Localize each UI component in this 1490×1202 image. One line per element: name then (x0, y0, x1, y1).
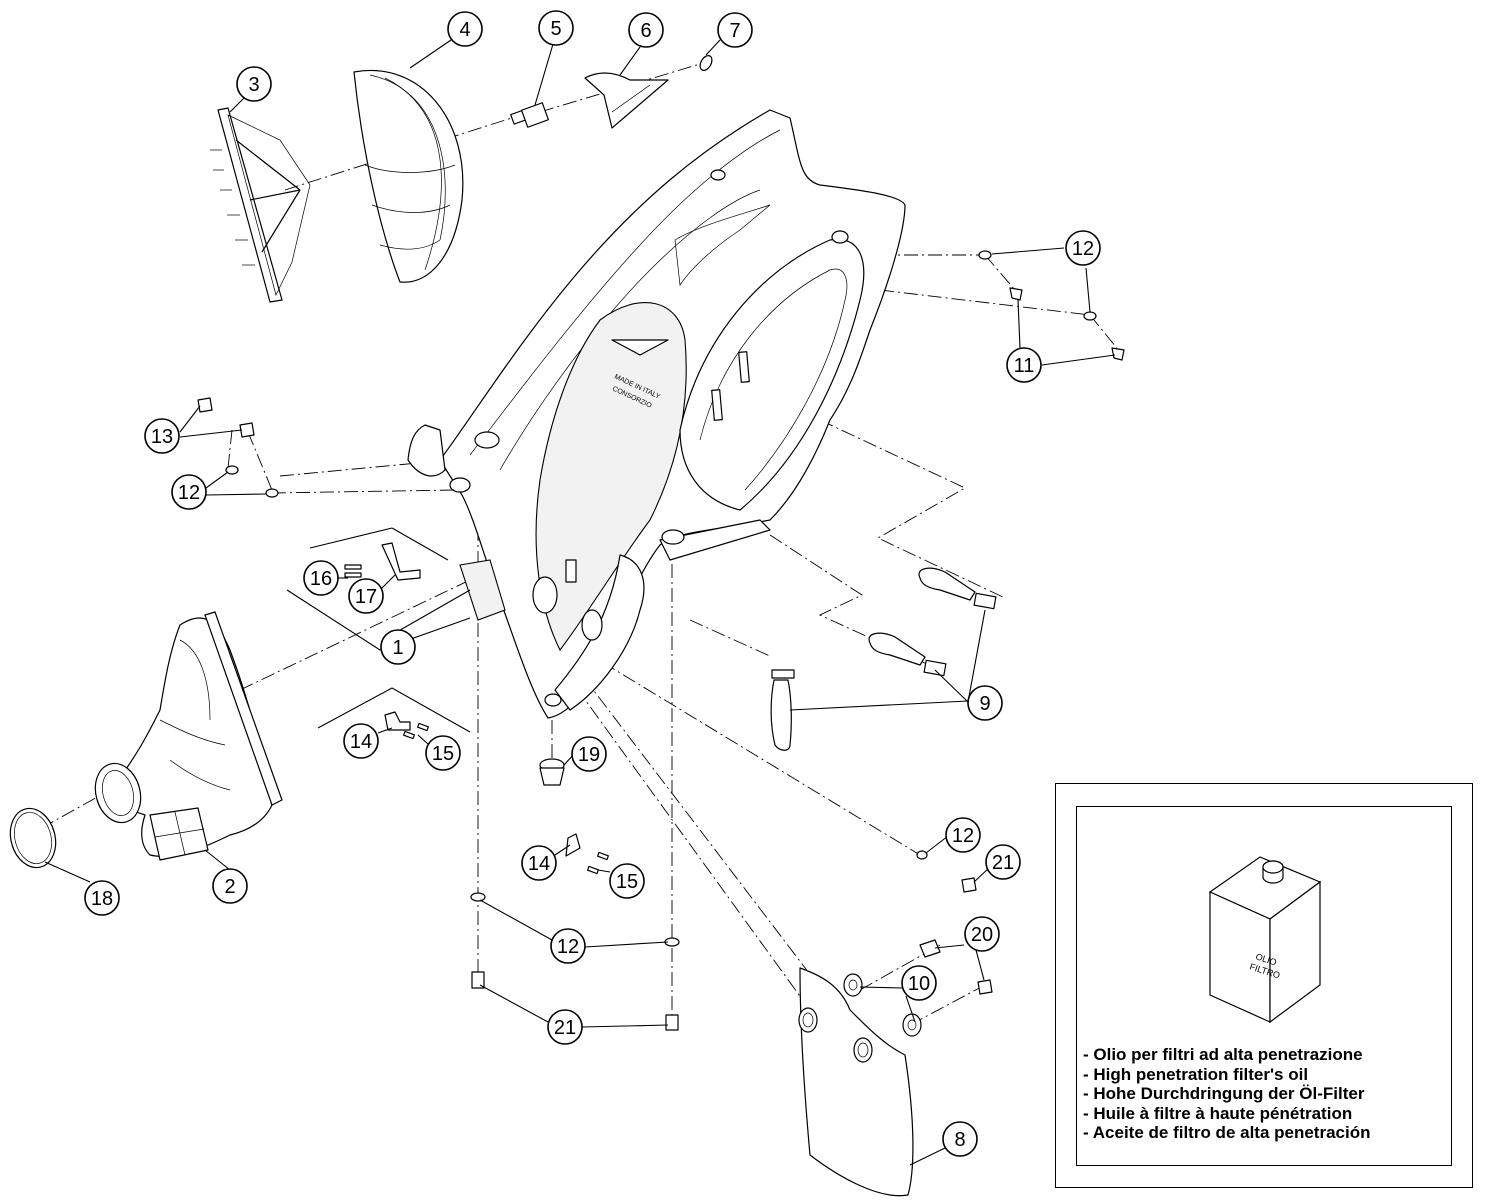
airbox-cover-part (798, 967, 914, 1197)
callout-18: 18 (84, 880, 120, 916)
callout-2: 2 (212, 868, 248, 904)
callout-16: 16 (303, 560, 339, 596)
callout-number: 9 (979, 693, 990, 715)
hardware-left-upper (197, 397, 279, 498)
callout-12-right-upper: 12 (1065, 230, 1101, 266)
callout-17: 17 (348, 578, 384, 614)
callout-number: 4 (459, 19, 470, 41)
legend-line-french: - Huile à filtre à haute pénétration (1083, 1103, 1353, 1123)
hose-clamp-part (9, 807, 57, 869)
callout-10: 10 (901, 965, 937, 1001)
callout-number: 17 (355, 586, 377, 608)
callout-8: 8 (942, 1121, 978, 1157)
callout-number: 11 (1014, 355, 1035, 377)
callout-number: 3 (248, 74, 259, 96)
callout-14-left: 14 (343, 723, 379, 759)
callout-4: 4 (447, 11, 483, 47)
cover-fasteners-part (843, 939, 993, 1037)
callout-9: 9 (967, 685, 1003, 721)
callout-number: 12 (1072, 238, 1094, 260)
callout-19: 19 (571, 736, 607, 772)
callout-number: 21 (554, 1017, 576, 1039)
intake-boot-part (94, 611, 283, 861)
callout-number: 7 (729, 20, 740, 42)
callout-number: 14 (528, 853, 550, 875)
callout-number: 12 (557, 936, 579, 958)
callout-7: 7 (717, 12, 753, 48)
callout-5: 5 (538, 10, 574, 46)
bracket-screw-kit-b (565, 833, 609, 875)
filter-cage-part (210, 107, 311, 303)
filter-bolt-part (510, 102, 550, 128)
air-filter-part (353, 69, 464, 283)
legend-line-italian: - Olio per filtri ad alta penetrazione (1083, 1045, 1363, 1064)
callout-number: 13 (151, 426, 173, 448)
callout-15-left: 15 (425, 735, 461, 771)
callout-12-right-lower: 12 (945, 817, 981, 853)
hardware-lower (470, 850, 977, 1031)
bracket-kit-part (286, 527, 471, 651)
oil-can-illustration: OLIO FILTRO (1208, 856, 1322, 1024)
callout-1: 1 (380, 629, 416, 665)
callout-number: 12 (952, 825, 974, 847)
callout-12-bottom: 12 (550, 928, 586, 964)
callout-11: 11 (1006, 347, 1042, 383)
retaining-strap-parts (770, 567, 997, 751)
callout-number: 18 (91, 888, 113, 910)
callout-number: 21 (992, 852, 1014, 874)
callout-number: 2 (224, 876, 235, 898)
airbox-housing-part: MADE IN ITALY CONSORZIO (407, 109, 906, 719)
callout-number: 15 (616, 871, 638, 893)
callout-number: 12 (178, 482, 200, 504)
washer-part (699, 55, 713, 71)
legend-text-list: - Olio per filtri ad alta penetrazione -… (1083, 1045, 1371, 1143)
filter-clip-part (584, 72, 669, 129)
hardware-right-upper (978, 250, 1125, 361)
callout-number: 5 (550, 18, 561, 40)
filter-oil-legend: OLIO FILTRO - Olio per filtri ad alta pe… (1055, 783, 1473, 1188)
drain-grommet-part (539, 758, 565, 786)
callout-number: 16 (310, 568, 332, 590)
callout-number: 15 (432, 743, 454, 765)
callout-number: 8 (954, 1129, 965, 1151)
callout-13: 13 (144, 418, 180, 454)
callout-number: 6 (640, 20, 651, 42)
callout-12-left: 12 (171, 474, 207, 510)
legend-inner-frame: OLIO FILTRO - Olio per filtri ad alta pe… (1076, 806, 1452, 1166)
legend-line-german: - Hohe Durchdringung der Öl-Filter (1083, 1084, 1365, 1103)
callout-3: 3 (236, 66, 272, 102)
callout-number: 19 (578, 744, 600, 766)
callout-21-bottom: 21 (547, 1009, 583, 1045)
callout-6: 6 (628, 12, 664, 48)
leader-lines (44, 39, 1116, 1166)
callout-20: 20 (964, 916, 1000, 952)
callout-14-middle: 14 (521, 845, 557, 881)
legend-line-spanish: - Aceite de filtro de alta penetración (1083, 1123, 1371, 1142)
callout-15-middle: 15 (609, 863, 645, 899)
callout-number: 1 (392, 637, 403, 659)
callout-number: 20 (971, 924, 993, 946)
callout-number: 10 (908, 973, 930, 995)
bracket-screw-kit-a (317, 687, 471, 740)
legend-line-english: - High penetration filter's oil (1083, 1064, 1309, 1084)
callout-21-right: 21 (985, 844, 1021, 880)
callout-number: 14 (350, 731, 372, 753)
